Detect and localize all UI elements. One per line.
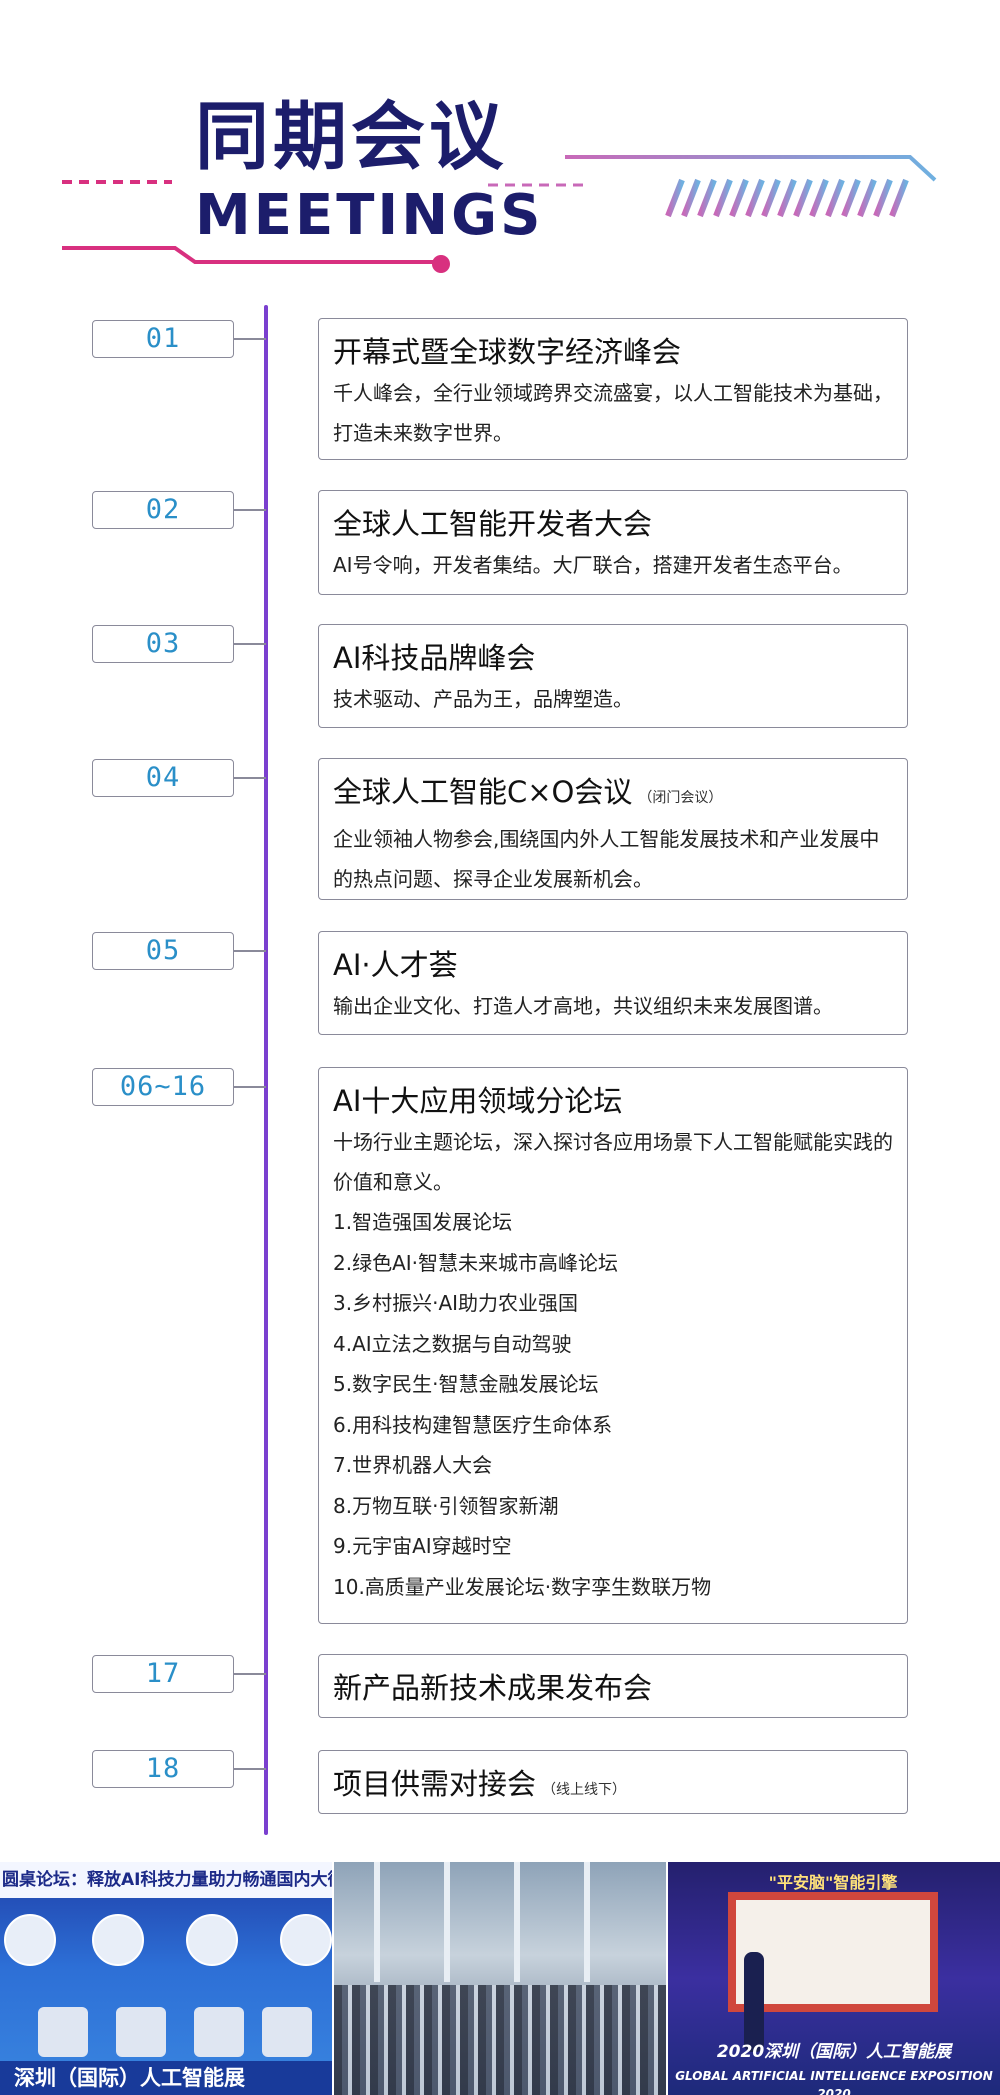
forum-item: 7.世界机器人大会 — [333, 1453, 493, 1477]
forum-item: 10.高质量产业发展论坛·数字孪生数联万物 — [333, 1574, 712, 1599]
meeting-title: 全球人工智能C×O会议 （闭门会议） — [333, 771, 893, 819]
speaker-avatar — [92, 1914, 144, 1966]
timeline-tick — [234, 1673, 266, 1675]
exhibition-hall-photo — [334, 1862, 666, 2095]
meeting-title-text: 项目供需对接会 — [333, 1767, 537, 1801]
meeting-card: 开幕式暨全球数字经济峰会 千人峰会，全行业领域跨界交流盛宴，以人工智能技术为基础… — [318, 318, 908, 460]
forum-list: 1.智造强国发展论坛 2.绿色AI·智慧未来城市高峰论坛 3.乡村振兴·AI助力… — [333, 1202, 893, 1607]
hall-beam — [444, 1862, 450, 1982]
chair-shape — [262, 2007, 312, 2057]
meeting-card: AI十大应用领域分论坛 十场行业主题论坛，深入探讨各应用场景下人工智能赋能实践的… — [318, 1067, 908, 1624]
audience-crowd — [334, 1985, 666, 2095]
meeting-card: AI科技品牌峰会 技术驱动、产品为王，品牌塑造。 — [318, 624, 908, 728]
meeting-card: 新产品新技术成果发布会 — [318, 1654, 908, 1718]
meeting-desc: 输出企业文化、打造人才高地，共议组织未来发展图谱。 — [333, 994, 833, 1018]
timeline-tick — [234, 1768, 266, 1770]
timeline-tick — [234, 338, 266, 340]
meeting-tag: 05 — [92, 932, 234, 970]
meeting-title: 新产品新技术成果发布会 — [333, 1671, 653, 1705]
meeting-title-text: 全球人工智能C×O会议 — [333, 775, 633, 809]
forum-item: 1.智造强国发展论坛 — [333, 1210, 513, 1234]
meeting-tag: 01 — [92, 320, 234, 358]
forum-item: 3.乡村振兴·AI助力农业强国 — [333, 1291, 579, 1315]
presenter-figure — [744, 1952, 764, 2052]
header: 同期会议 MEETINGS — [0, 0, 1000, 300]
meeting-title: AI·人才荟 — [333, 948, 458, 982]
chair-shape — [194, 2007, 244, 2057]
speaker-avatar — [4, 1914, 56, 1966]
timeline-tick — [234, 777, 266, 779]
forum-item: 6.用科技构建智慧医疗生命体系 — [333, 1412, 613, 1437]
meeting-desc: AI号令响，开发者集结。大厂联合，搭建开发者生态平台。 — [333, 553, 853, 577]
meeting-note: （线上线下） — [542, 1782, 627, 1798]
forum-item: 2.绿色AI·智慧未来城市高峰论坛 — [333, 1250, 619, 1275]
forum-item: 4.AI立法之数据与自动驾驶 — [333, 1331, 572, 1356]
meeting-card: 全球人工智能开发者大会 AI号令响，开发者集结。大厂联合，搭建开发者生态平台。 — [318, 490, 908, 595]
photo-strip: 圆桌论坛：释放AI科技力量助力畅通国内大循环 深圳（国际）人工智能展 "平安脑"… — [0, 1862, 1000, 2095]
hall-beam — [514, 1862, 520, 1982]
header-decoration — [62, 155, 937, 273]
hall-beam — [584, 1862, 590, 1982]
timeline-line — [264, 305, 268, 1835]
photo-bottom-text: 深圳（国际）人工智能展 — [0, 2061, 332, 2095]
meeting-title: AI十大应用领域分论坛 — [333, 1084, 623, 1118]
page-subtitle: MEETINGS — [195, 183, 544, 248]
meeting-title: 开幕式暨全球数字经济峰会 — [333, 335, 682, 369]
page-title: 同期会议 — [195, 94, 507, 180]
meeting-desc: 企业领袖人物参会,围绕国内外人工智能发展技术和产业发展中的热点问题、探寻企业发展… — [333, 827, 880, 891]
roundtable-photo: 圆桌论坛：释放AI科技力量助力畅通国内大循环 深圳（国际）人工智能展 — [0, 1862, 332, 2095]
meeting-card: 全球人工智能C×O会议 （闭门会议） 企业领袖人物参会,围绕国内外人工智能发展技术… — [318, 758, 908, 900]
stage-presentation-photo: "平安脑"智能引擎 2020深圳（国际）人工智能展 GLOBAL ARTIFIC… — [668, 1862, 1000, 2095]
chair-shape — [116, 2007, 166, 2057]
meeting-tag: 18 — [92, 1750, 234, 1788]
meeting-tag: 04 — [92, 759, 234, 797]
meeting-card: AI·人才荟 输出企业文化、打造人才高地，共议组织未来发展图谱。 — [318, 931, 908, 1035]
speaker-avatar — [280, 1914, 332, 1966]
timeline-tick — [234, 643, 266, 645]
photo-bottom-text: 2020深圳（国际）人工智能展 — [716, 2042, 952, 2062]
meeting-desc: 技术驱动、产品为王，品牌塑造。 — [333, 687, 633, 711]
meeting-desc: 千人峰会，全行业领域跨界交流盛宴，以人工智能技术为基础，打造未来数字世界。 — [333, 381, 893, 445]
hall-beam — [374, 1862, 380, 1982]
photo-banner-text: 圆桌论坛：释放AI科技力量助力畅通国内大循环 — [0, 1862, 332, 1898]
forum-item: 5.数字民生·智慧金融发展论坛 — [333, 1372, 599, 1396]
stage-screen-title: "平安脑"智能引擎 — [768, 1873, 898, 1892]
forum-item: 9.元宇宙AI穿越时空 — [333, 1534, 512, 1558]
timeline-tick — [234, 950, 266, 952]
forum-item: 8.万物互联·引领智家新潮 — [333, 1493, 559, 1518]
meeting-title: 项目供需对接会 （线上线下） — [333, 1763, 893, 1811]
meeting-desc: 十场行业主题论坛，深入探讨各应用场景下人工智能赋能实践的价值和意义。 — [333, 1130, 893, 1194]
meeting-title: AI科技品牌峰会 — [333, 641, 536, 675]
meeting-tag: 06~16 — [92, 1068, 234, 1106]
chair-shape — [38, 2007, 88, 2057]
meeting-note: （闭门会议） — [638, 790, 723, 806]
speaker-avatar — [186, 1914, 238, 1966]
meeting-title: 全球人工智能开发者大会 — [333, 507, 653, 541]
photo-bottom-english: GLOBAL ARTIFICIAL INTELLIGENCE EXPOSITIO… — [675, 2069, 993, 2095]
meeting-tag: 02 — [92, 491, 234, 529]
timeline-tick — [234, 1086, 266, 1088]
meeting-card: 项目供需对接会 （线上线下） — [318, 1750, 908, 1814]
meeting-tag: 17 — [92, 1655, 234, 1693]
meeting-tag: 03 — [92, 625, 234, 663]
timeline-tick — [234, 509, 266, 511]
